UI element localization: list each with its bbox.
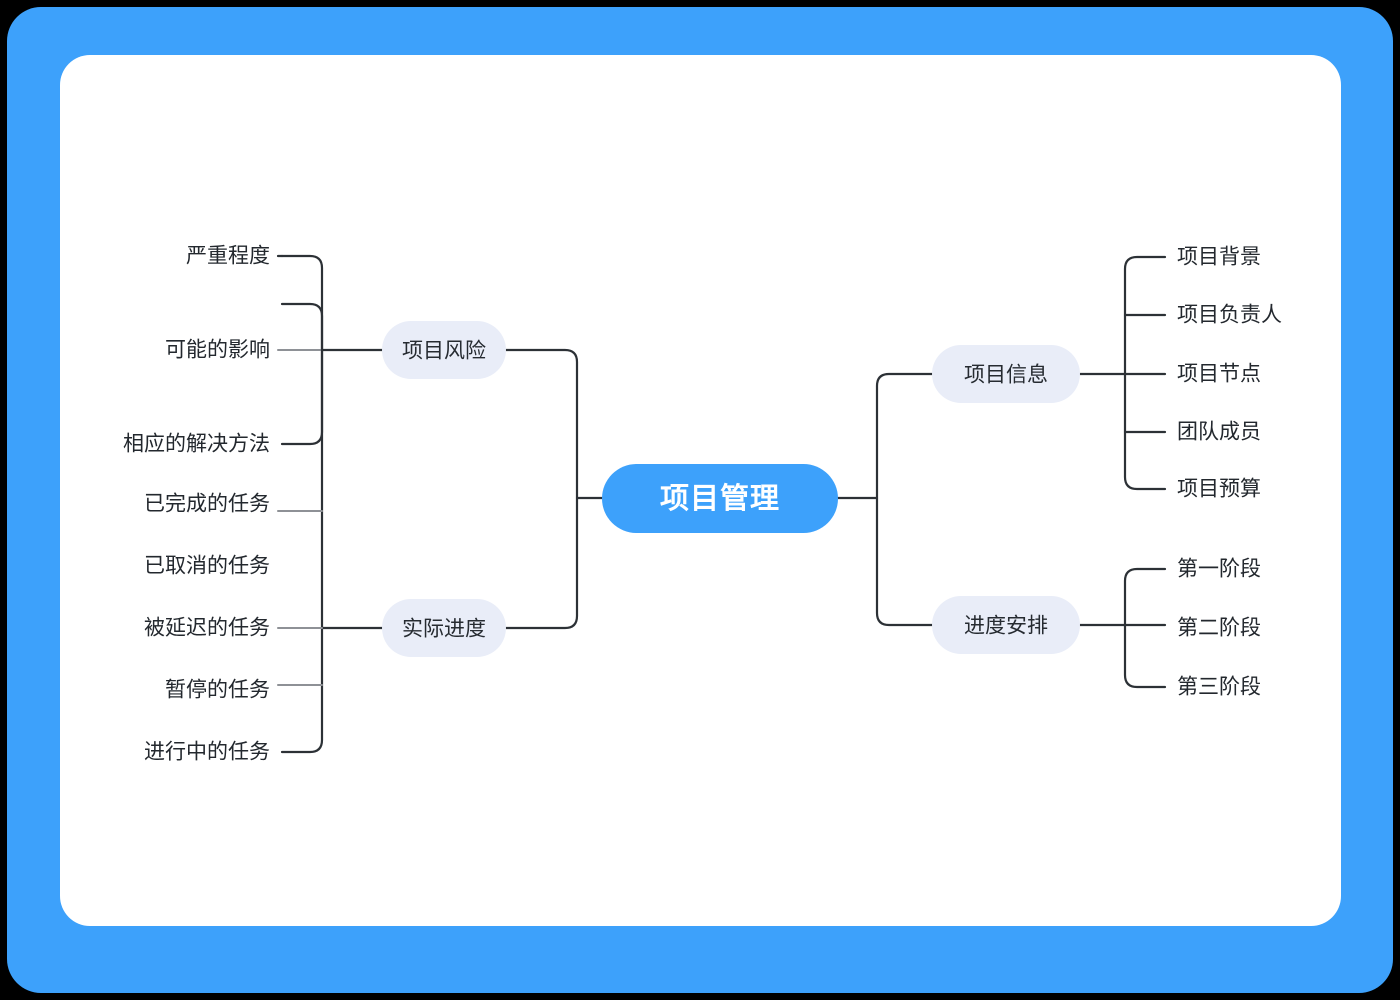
branch-node-actual-progress[interactable]: 实际进度 (382, 599, 506, 657)
leaf-label[interactable]: 严重程度 (186, 245, 270, 268)
root-node[interactable]: 项目管理 (602, 464, 838, 533)
mindmap-svg: 项目风险 实际进度 项目信息 进度安排 项目管理 严重程度 可能的影响 (123, 245, 1282, 764)
connector-progress-spine (280, 302, 384, 630)
branch-node-project-info[interactable]: 项目信息 (932, 345, 1080, 403)
leaf-label[interactable]: 暂停的任务 (165, 679, 270, 702)
leaf-label[interactable]: 项目节点 (1177, 363, 1261, 386)
leaf-label[interactable]: 第二阶段 (1177, 617, 1261, 640)
leaf-label[interactable]: 相应的解决方法 (123, 433, 270, 456)
connector-progress-spine-lower (280, 626, 324, 754)
branch-pill-project-risk[interactable] (382, 321, 506, 379)
connector-schedule-spine (1078, 567, 1167, 627)
branch-label-actual-progress: 实际进度 (402, 618, 486, 641)
branch-pill-schedule[interactable] (932, 596, 1080, 654)
leaf-label[interactable]: 第一阶段 (1177, 558, 1261, 581)
branch-node-schedule[interactable]: 进度安排 (932, 596, 1080, 654)
connector-root-right-spine-lower (875, 496, 934, 627)
connector-info-spine (1078, 255, 1167, 376)
leaf-label[interactable]: 团队成员 (1177, 421, 1261, 444)
connector-risk-spine-lower (280, 348, 324, 446)
leaf-label[interactable]: 被延迟的任务 (144, 617, 270, 640)
connector-root-left-spine (504, 348, 604, 500)
connector-root-right-spine (836, 372, 934, 500)
root-pill[interactable] (602, 464, 838, 533)
leaf-label[interactable]: 第三阶段 (1177, 676, 1261, 699)
branch-node-project-risk[interactable]: 项目风险 (382, 321, 506, 379)
mindmap-canvas[interactable]: 项目风险 实际进度 项目信息 进度安排 项目管理 严重程度 可能的影响 (60, 55, 1341, 926)
branch-pill-project-info[interactable] (932, 345, 1080, 403)
branch-pill-actual-progress[interactable] (382, 599, 506, 657)
leaf-label[interactable]: 项目负责人 (1177, 304, 1282, 327)
leaf-label[interactable]: 已取消的任务 (144, 555, 270, 578)
leaf-label[interactable]: 项目预算 (1177, 478, 1261, 501)
branch-label-project-risk: 项目风险 (402, 340, 486, 363)
leaf-label[interactable]: 进行中的任务 (144, 741, 270, 764)
branch-label-project-info: 项目信息 (964, 364, 1048, 387)
connector-info-spine-lower (1123, 372, 1167, 491)
connector-schedule-spine-lower (1123, 623, 1167, 689)
leaf-label[interactable]: 可能的影响 (165, 339, 270, 362)
connector-risk-spine (280, 254, 384, 352)
leaf-label[interactable]: 项目背景 (1177, 246, 1261, 269)
root-label: 项目管理 (660, 481, 780, 515)
leaf-label[interactable]: 已完成的任务 (144, 493, 270, 516)
branch-label-schedule: 进度安排 (964, 615, 1048, 638)
connector-root-left-spine-lower (504, 496, 579, 630)
